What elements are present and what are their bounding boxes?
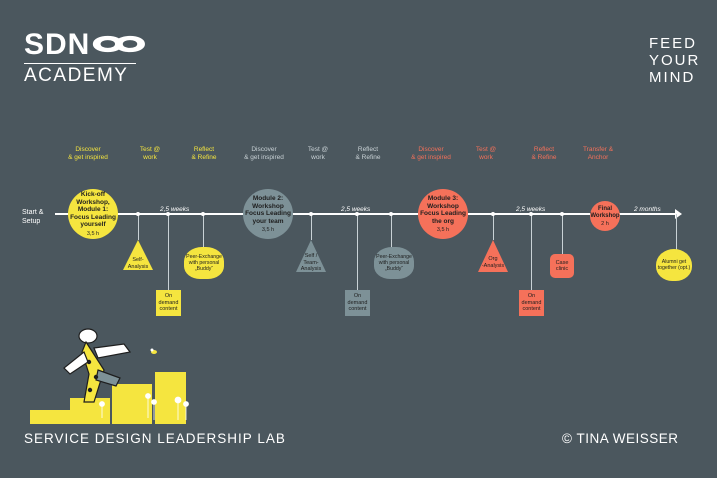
phase-label: Test @work (307, 146, 329, 161)
timeline-dot (201, 212, 205, 216)
phase-label: Discover& get inspired (411, 146, 451, 161)
connector-line (391, 214, 392, 248)
triangle-shape (478, 240, 508, 272)
phase-label: Reflect& Refine (531, 146, 557, 161)
connector-line (311, 214, 312, 240)
connector-line (676, 214, 677, 250)
phase-label: Reflect& Refine (355, 146, 381, 161)
phase-label: Test @work (475, 146, 497, 161)
timeline-arrow-icon (675, 209, 682, 219)
analysis-label: Self /Team-Analysis (300, 253, 322, 272)
connector-line (138, 214, 139, 240)
connector-line (168, 214, 169, 290)
person-graphic (63, 328, 132, 403)
timeline-dot (389, 212, 393, 216)
phase-label: Discover& get inspired (244, 146, 284, 161)
connector-line (531, 214, 532, 290)
leadership-illustration (30, 328, 189, 424)
phase-label: Discover& get inspired (68, 146, 108, 161)
duration-label: 2,5 weeks (160, 206, 190, 213)
duration-label: 2 months (634, 206, 661, 213)
connector-line (357, 214, 358, 290)
connector-line (203, 214, 204, 248)
tagline-line: FEED (649, 35, 698, 52)
timeline-dot (166, 212, 170, 216)
analysis-label: Self-Analysis (127, 257, 149, 270)
phase-label: Test @work (139, 146, 161, 161)
timeline-line (55, 213, 675, 215)
triangle-shape (296, 240, 326, 272)
tagline-line: MIND (649, 69, 696, 86)
copyright: © TINA WEISSER (562, 431, 679, 446)
phase-label: Transfer &Anchor (582, 146, 614, 161)
connector-line (493, 214, 494, 240)
infinity-icon (93, 35, 146, 53)
analysis-label: Org-Analysis (481, 256, 505, 269)
timeline-dot (491, 212, 495, 216)
triangle-shape (123, 240, 153, 270)
feed-your-mind-logo: FEED YOUR MIND (649, 35, 701, 86)
timeline-dot (529, 212, 533, 216)
timeline-dot (355, 212, 359, 216)
logo-academy: ACADEMY (24, 65, 129, 86)
timeline-dot (560, 212, 564, 216)
timeline-dot (136, 212, 140, 216)
tagline-line: YOUR (649, 52, 701, 69)
start-setup-label: Start &Setup (22, 209, 44, 225)
logo-divider (24, 63, 136, 64)
bee-icon (150, 348, 157, 354)
connector-line (562, 214, 563, 254)
flowers-graphic (99, 393, 189, 420)
duration-label: 2,5 weeks (341, 206, 371, 213)
timeline-dot (309, 212, 313, 216)
logo-text: SDN (24, 28, 91, 61)
footer-title: SERVICE DESIGN LEADERSHIP LAB (24, 431, 286, 446)
phase-label: Reflect& Refine (191, 146, 217, 161)
logo-sdn: SDN (24, 30, 147, 60)
duration-label: 2,5 weeks (516, 206, 546, 213)
